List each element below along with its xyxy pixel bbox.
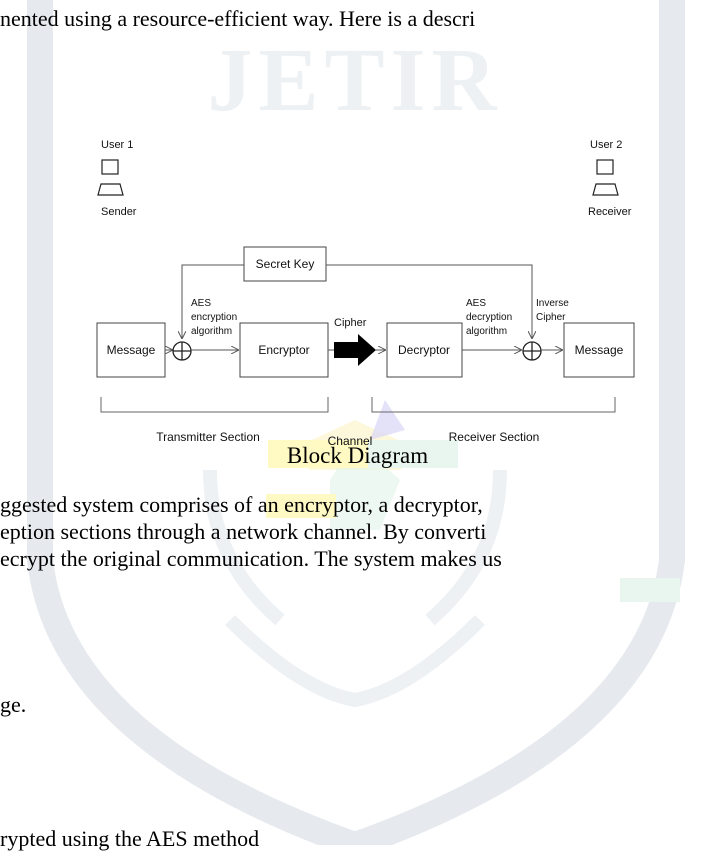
receiver-section-label: Receiver Section <box>449 430 540 444</box>
list-line-2: rypted using the AES method <box>0 826 260 851</box>
message-left-box <box>96 322 166 378</box>
aes-dec-line3: algorithm <box>466 326 507 337</box>
aes-dec-line2: decryption <box>466 312 512 323</box>
decryptor-label: Decryptor <box>398 343 450 357</box>
text-top-line: nented using a resource-efficient way. H… <box>0 6 476 31</box>
aes-enc-line1: AES <box>191 298 211 309</box>
body-line-1: ggested system comprises of an encryptor… <box>0 492 483 517</box>
aes-enc-line3: algorithm <box>191 326 232 337</box>
message-right-label: Message <box>575 343 624 357</box>
receiver-bracket <box>371 397 616 413</box>
message-left-label: Message <box>107 343 156 357</box>
user2-computer-icon <box>592 159 619 196</box>
transmitter-bracket <box>100 397 329 413</box>
encryptor-box <box>239 322 329 378</box>
aes-dec-line1: AES <box>466 298 486 309</box>
xor-left-icon <box>172 341 192 361</box>
body-line-2: eption sections through a network channe… <box>0 519 487 544</box>
cipher-label: Cipher <box>334 317 367 329</box>
user1-label: User 1 <box>101 139 133 151</box>
user2-label: User 2 <box>590 139 622 151</box>
figure-caption: Block Diagram <box>286 443 429 468</box>
list-line-1: ge. <box>0 692 27 717</box>
user1-role: Sender <box>101 206 137 218</box>
inverse-cipher-line1: Inverse <box>536 298 569 309</box>
channel-arrow-icon <box>334 334 376 366</box>
encryptor-label: Encryptor <box>258 343 309 357</box>
secret-key-box <box>243 246 327 282</box>
secret-key-label: Secret Key <box>256 257 315 271</box>
inverse-cipher-line2: Cipher <box>536 312 566 323</box>
transmitter-section-label: Transmitter Section <box>156 430 260 444</box>
xor-right-icon <box>522 341 542 361</box>
message-right-box <box>563 322 635 378</box>
body-line-3: ecrypt the original communication. The s… <box>0 546 502 571</box>
channel-label: Channel <box>328 434 373 448</box>
aes-enc-line2: encryption <box>191 312 237 323</box>
user1-computer-icon <box>97 159 124 196</box>
user2-role: Receiver <box>588 206 632 218</box>
